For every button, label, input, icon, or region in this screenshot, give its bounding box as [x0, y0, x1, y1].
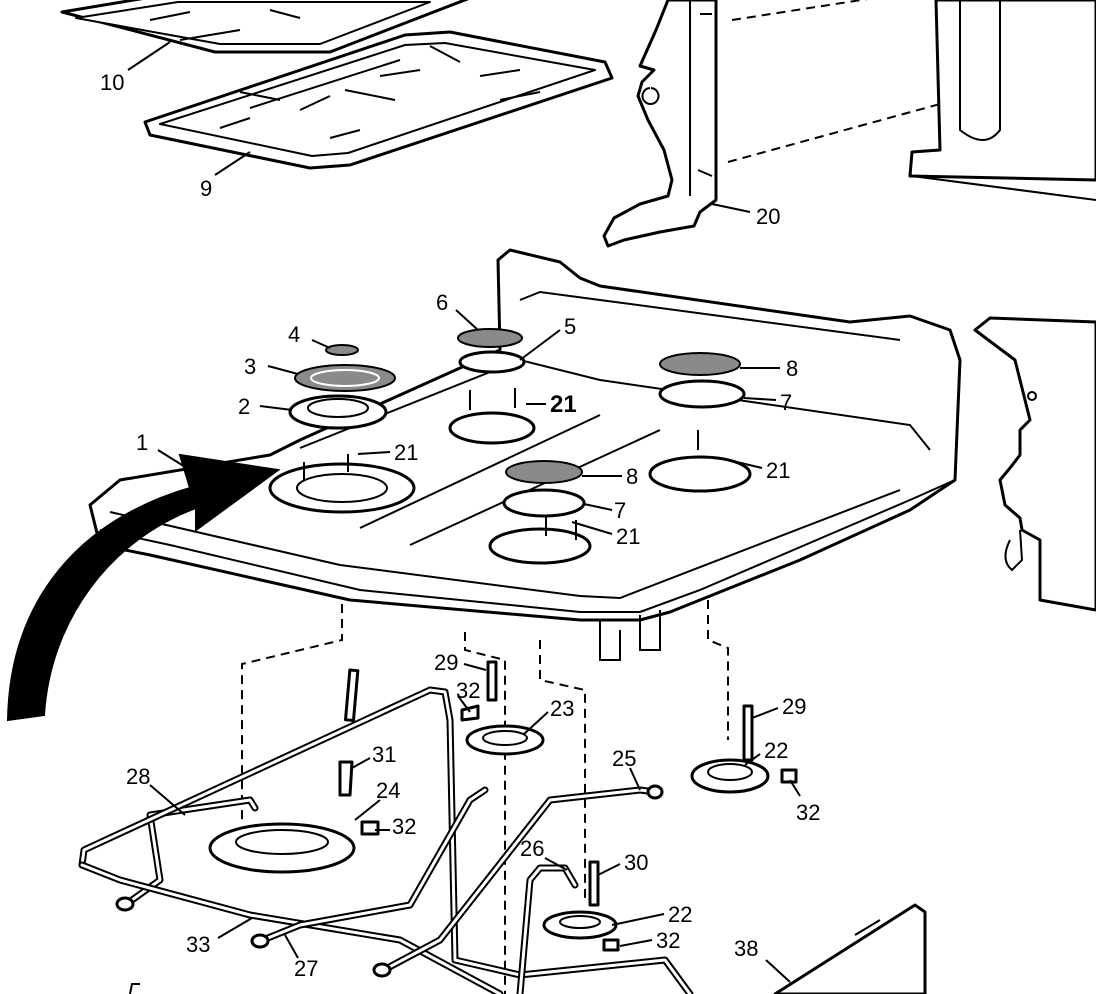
part-labels: 10 9 20 4 3 2 1 6 5 8 7 8 7 21 21 21 21 …: [100, 70, 820, 981]
gas-tubes: [78, 686, 694, 994]
label-clip-front: 32: [656, 928, 680, 953]
label-grate-rear: 10: [100, 70, 124, 95]
grate-rear-drawing: [60, 0, 469, 54]
label-burner-cap-front-center: 8: [626, 464, 638, 489]
label-burner-ring: 3: [244, 354, 256, 379]
label-electrode-center: 29: [434, 650, 458, 675]
label-manifold-tube: 33: [186, 932, 210, 957]
label-screw-rear-center: 21: [550, 391, 577, 418]
rotate-arrow-icon: [6, 453, 281, 722]
label-burner-cap-small: 4: [288, 322, 300, 347]
burner-bases: [208, 660, 798, 952]
label-tube-right: 25: [612, 746, 636, 771]
cooktop-burner-openings: [268, 411, 752, 565]
label-burner-head-rear-center: 5: [564, 314, 576, 339]
label-side-bracket: 20: [756, 204, 780, 229]
label-burner-head-front-center: 7: [614, 498, 626, 523]
label-tube-left-rear: 28: [126, 764, 150, 789]
label-burner-cap-rear-center: 6: [436, 290, 448, 315]
leader-lines: [127, 41, 801, 983]
label-cooktop: 1: [136, 430, 148, 455]
back-panel-drawing: [908, 0, 1096, 201]
label-clip-left: 32: [392, 814, 416, 839]
label-burner-base-front: 22: [668, 902, 692, 927]
label-tube-front: 26: [520, 836, 544, 861]
label-burner-base-left: 24: [376, 778, 400, 803]
label-grate-front: 9: [200, 176, 212, 201]
label-electrode-left: 31: [372, 742, 396, 767]
burner-components: [288, 328, 746, 540]
label-electrode-right: 29: [782, 694, 806, 719]
label-electrode-front: 30: [624, 850, 648, 875]
right-side-panel-drawing: [973, 316, 1096, 612]
label-burner-base-right: 22: [764, 738, 788, 763]
label-burner-head-rear-right: 7: [780, 390, 792, 415]
label-screw-front-center: 21: [616, 524, 640, 549]
label-front-panel: 38: [734, 936, 758, 961]
label-clip-center: 32: [456, 678, 480, 703]
label-burner-base-center: 23: [550, 696, 574, 721]
label-burner-cap-rear-right: 8: [786, 356, 798, 381]
label-clip-right: 32: [796, 800, 820, 825]
grate-front-drawing: [143, 30, 614, 170]
label-screw-right: 21: [766, 458, 790, 483]
front-panel-drawing: [129, 903, 927, 994]
side-bracket-drawing: [602, 0, 941, 248]
label-burner-head-left: 2: [238, 394, 250, 419]
label-tube-center-front: 27: [294, 956, 318, 981]
label-screw-left: 21: [394, 440, 418, 465]
